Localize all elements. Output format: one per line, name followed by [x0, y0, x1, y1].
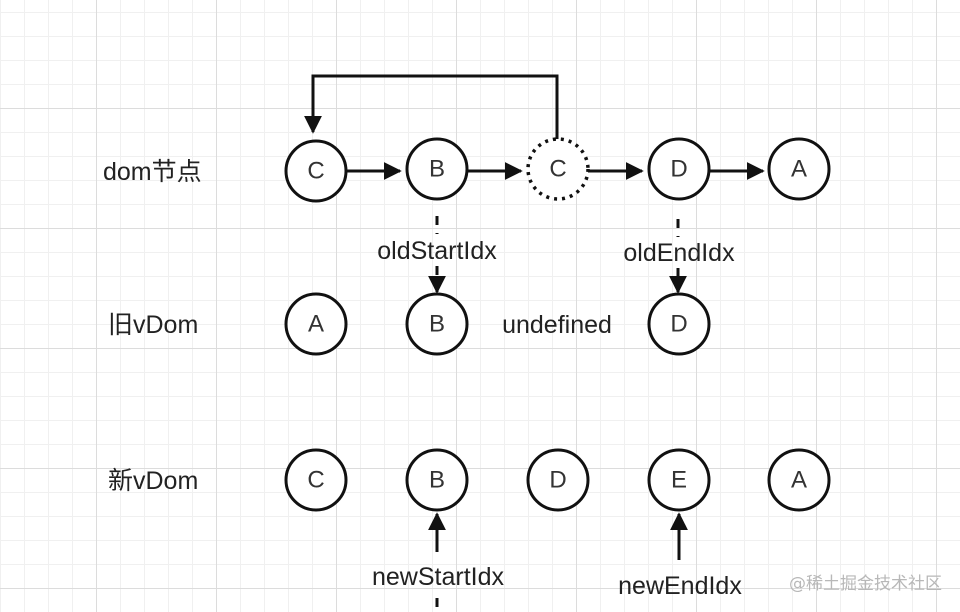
svg-text:D: D [670, 311, 687, 338]
svg-text:A: A [791, 156, 807, 183]
old-vdom-node-2: B [405, 292, 469, 356]
new-vdom-node-1: C [284, 448, 348, 512]
dom-node-1: C [284, 139, 348, 203]
dom-node-2: B [405, 137, 469, 201]
new-start-idx-label: newStartIdx [372, 563, 505, 591]
svg-text:D: D [549, 467, 566, 494]
svg-text:B: B [429, 156, 445, 183]
svg-text:C: C [307, 467, 324, 494]
watermark: @稀土掘金技术社区 [789, 574, 942, 594]
new-vdom-node-3: D [526, 448, 590, 512]
old-vdom-undefined: undefined [502, 311, 612, 339]
svg-text:A: A [308, 311, 324, 338]
old-vdom-node-1: A [284, 292, 348, 356]
dom-node-4: D [647, 137, 711, 201]
new-end-idx-label: newEndIdx [618, 572, 742, 600]
row-label-old-vdom: 旧vDom [108, 311, 198, 339]
old-start-idx-label: oldStartIdx [377, 237, 497, 265]
svg-text:D: D [670, 156, 687, 183]
svg-text:C: C [549, 156, 566, 183]
move-arrow-line [304, 74, 559, 140]
row-label-new-vdom: 新vDom [108, 467, 198, 495]
new-vdom-node-2: B [405, 448, 469, 512]
svg-text:B: B [429, 311, 445, 338]
old-vdom-node-4: D [647, 292, 711, 356]
svg-text:C: C [307, 158, 324, 185]
dom-node-5: A [767, 137, 831, 201]
old-end-idx-label: oldEndIdx [623, 239, 735, 267]
row-label-dom: dom节点 [103, 158, 202, 186]
svg-text:B: B [429, 467, 445, 494]
dom-node-3-moved: C [526, 137, 590, 201]
svg-text:E: E [671, 467, 687, 494]
new-vdom-node-4: E [647, 448, 711, 512]
new-vdom-node-5: A [767, 448, 831, 512]
svg-text:A: A [791, 467, 807, 494]
